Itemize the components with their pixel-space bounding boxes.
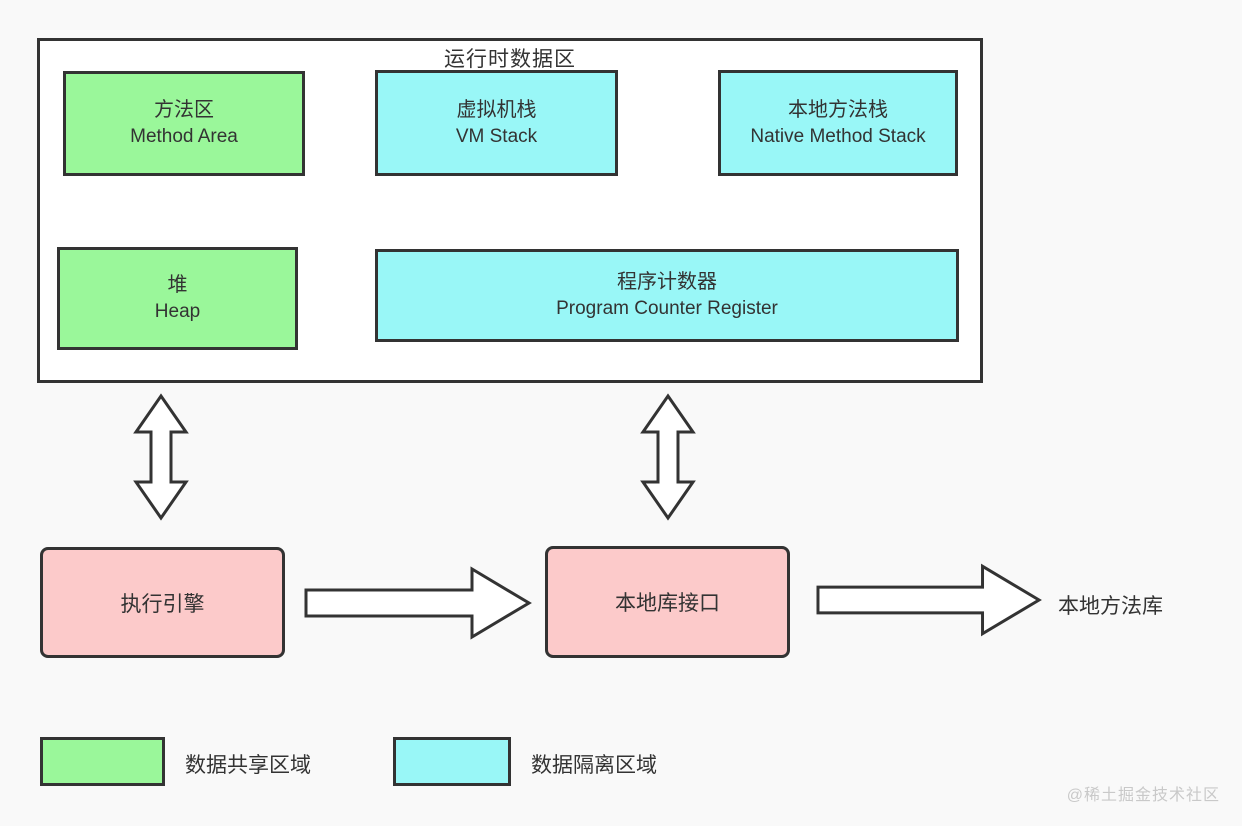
vm-stack-label-zh: 虚拟机栈 — [456, 98, 537, 121]
legend-isolated-label: 数据隔离区域 — [531, 754, 657, 777]
right-arrow-icon — [816, 563, 1042, 637]
program-counter-label-en: Program Counter Register — [556, 298, 778, 320]
double-arrow-icon — [133, 393, 189, 521]
native-method-stack-label-en: Native Method Stack — [750, 125, 926, 147]
native-method-stack-label-zh: 本地方法栈 — [788, 98, 888, 121]
vm-stack-box: 虚拟机栈 VM Stack — [375, 70, 618, 176]
native-library-interface-box: 本地库接口 — [545, 546, 790, 658]
heap-label-zh: 堆 — [167, 274, 188, 297]
method-area-label-zh: 方法区 — [154, 99, 214, 122]
double-arrow-icon — [640, 393, 696, 521]
runtime-data-area-title: 运行时数据区 — [444, 48, 576, 71]
execution-engine-label: 执行引擎 — [120, 592, 205, 616]
native-method-stack-box: 本地方法栈 Native Method Stack — [718, 70, 958, 176]
runtime-data-area-container: 运行时数据区 方法区 Method Area 虚拟机栈 VM Stack 本地方… — [37, 38, 983, 383]
native-library-interface-label: 本地库接口 — [615, 592, 720, 615]
program-counter-label-zh: 程序计数器 — [617, 271, 717, 294]
native-method-library-label: 本地方法库 — [1058, 595, 1163, 618]
execution-engine-box: 执行引擎 — [40, 547, 285, 658]
watermark: @稀土掘金技术社区 — [1066, 787, 1220, 804]
heap-label-en: Heap — [154, 301, 201, 323]
heap-box: 堆 Heap — [57, 247, 298, 350]
legend-isolated-swatch — [393, 737, 511, 786]
legend-shared-swatch — [40, 737, 165, 786]
method-area-label-en: Method Area — [130, 126, 238, 148]
vm-stack-label-en: VM Stack — [455, 125, 538, 147]
legend-shared-label: 数据共享区域 — [185, 754, 311, 777]
program-counter-box: 程序计数器 Program Counter Register — [375, 249, 959, 342]
method-area-box: 方法区 Method Area — [63, 71, 305, 176]
right-arrow-icon — [304, 566, 532, 640]
